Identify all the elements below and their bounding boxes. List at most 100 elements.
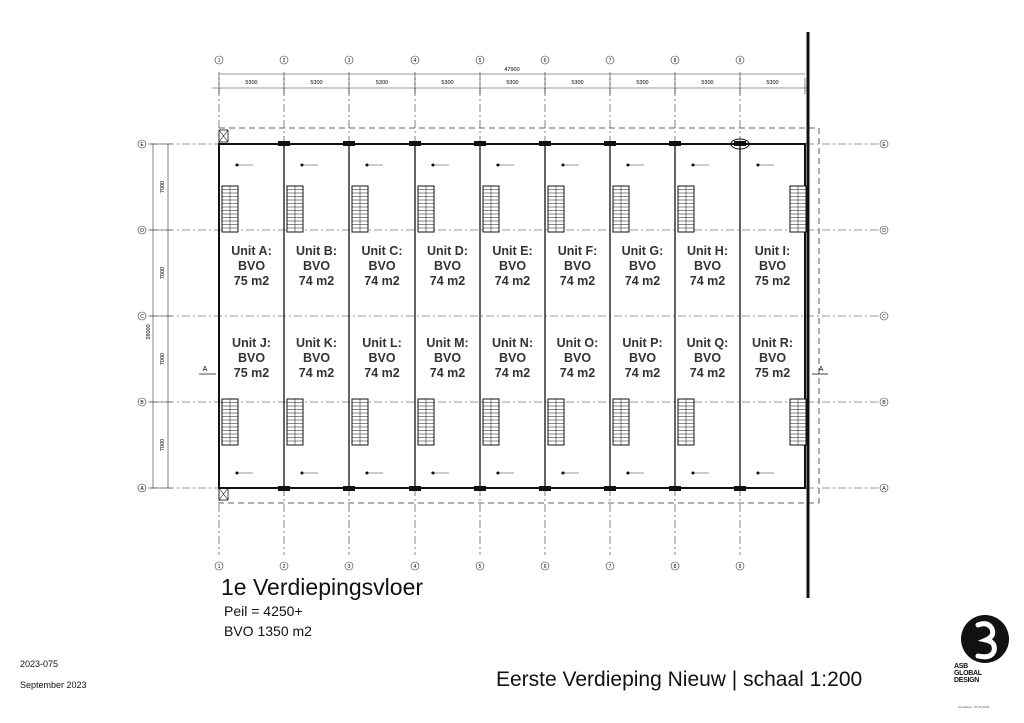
grid-bubble bbox=[879, 311, 889, 321]
detail-marker-dot bbox=[365, 163, 369, 167]
dimension-text-bay: 5300 bbox=[506, 80, 518, 86]
wall-column bbox=[409, 141, 421, 146]
dimension-text-row: 7000 bbox=[160, 181, 166, 193]
grid-bubble-label: 7 bbox=[609, 58, 612, 64]
grid-bubble bbox=[540, 561, 550, 571]
grid-bubble-label: 5 bbox=[479, 564, 482, 570]
wall-column bbox=[734, 141, 746, 146]
unit-bvo-label: BVO bbox=[499, 259, 526, 273]
grid-bubble-label: D bbox=[140, 228, 144, 234]
project-number: 2023-075 bbox=[20, 659, 59, 669]
detail-marker-dot bbox=[235, 163, 239, 167]
dimension-text-overall: 47900 bbox=[504, 67, 519, 73]
unit-area: 74 m2 bbox=[625, 366, 660, 380]
detail-marker-dot bbox=[300, 471, 304, 475]
grid-bubble bbox=[670, 561, 680, 571]
unit-name: Unit D: bbox=[427, 244, 468, 258]
grid-bubble bbox=[344, 55, 354, 65]
unit-bvo-label: BVO bbox=[368, 259, 395, 273]
unit-name: Unit M: bbox=[426, 336, 468, 350]
dimension-text-bay: 5300 bbox=[636, 80, 648, 86]
dimension-text-bay: 5300 bbox=[245, 80, 257, 86]
grid-bubble bbox=[137, 311, 147, 321]
dimension-text-bay: 5300 bbox=[701, 80, 713, 86]
grid-bubble bbox=[475, 561, 485, 571]
dimension-text-bay: 5300 bbox=[376, 80, 388, 86]
detail-marker-dot bbox=[300, 163, 304, 167]
sheet-title: Eerste Verdieping Nieuw | schaal 1:200 bbox=[496, 668, 863, 691]
detail-marker-dot bbox=[691, 471, 695, 475]
canopy-outline bbox=[218, 127, 820, 504]
detail-marker-dot bbox=[626, 163, 630, 167]
unit-area: 74 m2 bbox=[690, 274, 725, 288]
unit-area: 74 m2 bbox=[560, 274, 595, 288]
unit-name: Unit K: bbox=[296, 336, 337, 350]
grid-bubble-label: C bbox=[882, 314, 886, 320]
detail-marker-dot bbox=[561, 163, 565, 167]
section-marker-left: A bbox=[203, 366, 208, 373]
dimension-text-bay: 5300 bbox=[441, 80, 453, 86]
detail-marker-dot bbox=[561, 471, 565, 475]
grid-bubble-label: 3 bbox=[348, 564, 351, 570]
grid-bubble bbox=[410, 55, 420, 65]
unit-area: 75 m2 bbox=[234, 274, 269, 288]
grid-bubble-label: C bbox=[140, 314, 144, 320]
unit-bvo-label: BVO bbox=[564, 259, 591, 273]
unit-area: 74 m2 bbox=[299, 274, 334, 288]
unit-area: 74 m2 bbox=[560, 366, 595, 380]
wall-column bbox=[278, 141, 290, 146]
detail-marker-dot bbox=[365, 471, 369, 475]
unit-name: Unit H: bbox=[687, 244, 728, 258]
grid-bubble bbox=[670, 55, 680, 65]
unit-bvo-label: BVO bbox=[434, 351, 461, 365]
print-stamp: printdatum: 07-09-2023 bbox=[958, 705, 990, 709]
unit-bvo-label: BVO bbox=[499, 351, 526, 365]
unit-bvo-label: BVO bbox=[629, 259, 656, 273]
unit-area: 74 m2 bbox=[364, 274, 399, 288]
logo-line: GLOBAL bbox=[954, 670, 982, 677]
detail-marker-dot bbox=[496, 471, 500, 475]
grid-bubble-label: 7 bbox=[609, 564, 612, 570]
grid-bubble bbox=[605, 55, 615, 65]
unit-name: Unit L: bbox=[362, 336, 402, 350]
unit-area: 74 m2 bbox=[495, 274, 530, 288]
logo-line: DESIGN bbox=[954, 677, 980, 684]
unit-area: 74 m2 bbox=[430, 274, 465, 288]
dimension-text-bay: 5300 bbox=[571, 80, 583, 86]
unit-name: Unit R: bbox=[752, 336, 793, 350]
grid-bubble-label: A bbox=[882, 486, 886, 492]
unit-name: Unit N: bbox=[492, 336, 533, 350]
grid-bubble-label: B bbox=[882, 400, 886, 406]
grid-bubble bbox=[879, 483, 889, 493]
grid-bubble-label: 1 bbox=[218, 564, 221, 570]
dimension-text-bay: 5300 bbox=[310, 80, 322, 86]
grid-bubble-label: 5 bbox=[479, 58, 482, 64]
unit-bvo-label: BVO bbox=[629, 351, 656, 365]
unit-area: 74 m2 bbox=[625, 274, 660, 288]
grid-bubble bbox=[344, 561, 354, 571]
detail-marker-dot bbox=[431, 163, 435, 167]
grid-bubble bbox=[735, 561, 745, 571]
unit-area: 75 m2 bbox=[234, 366, 269, 380]
unit-bvo-label: BVO bbox=[759, 259, 786, 273]
grid-bubble-label: 4 bbox=[414, 564, 417, 570]
grid-bubble bbox=[214, 55, 224, 65]
grid-bubble-label: 2 bbox=[283, 564, 286, 570]
building-outer-wall bbox=[218, 143, 806, 489]
unit-area: 74 m2 bbox=[690, 366, 725, 380]
grid-bubble bbox=[137, 483, 147, 493]
unit-name: Unit P: bbox=[622, 336, 662, 350]
wall-column bbox=[474, 141, 486, 146]
logo-line: ASB bbox=[954, 663, 968, 670]
corner-column bbox=[218, 487, 229, 501]
grid-bubble-label: 1 bbox=[218, 58, 221, 64]
grid-bubble bbox=[879, 139, 889, 149]
detail-ellipse-marker bbox=[730, 138, 750, 150]
detail-marker-dot bbox=[691, 163, 695, 167]
grid-bubble bbox=[279, 55, 289, 65]
grid-bubble-label: B bbox=[140, 400, 144, 406]
grid-bubble-label: 6 bbox=[544, 58, 547, 64]
